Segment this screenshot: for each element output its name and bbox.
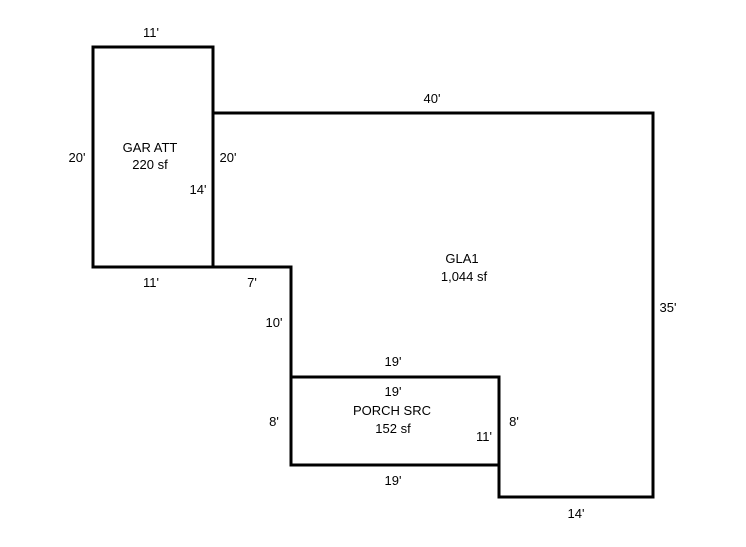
dim-gla-right: 35' — [660, 300, 677, 315]
porch-name-label: PORCH SRC — [353, 403, 431, 418]
dim-gla-step-top: 7' — [247, 275, 257, 290]
garage-outline[interactable] — [91, 45, 215, 269]
dim-garage-top: 11' — [143, 25, 159, 40]
dim-gla-porch-right: 11' — [476, 429, 492, 444]
dim-gla-step-left: 10' — [266, 315, 283, 330]
dim-porch-left: 8' — [269, 414, 279, 429]
garage-name-label: GAR ATT — [123, 140, 178, 155]
gla-area-label: 1,044 sf — [441, 269, 488, 284]
garage-area-label: 220 sf — [132, 157, 168, 172]
porch-outline[interactable] — [289, 375, 501, 467]
dim-garage-bottom: 11' — [143, 275, 159, 290]
dim-gla-bottom: 14' — [568, 506, 585, 521]
dim-garage-left: 20' — [69, 150, 86, 165]
dim-gla-porch-top: 19' — [385, 354, 402, 369]
porch-area-label: 152 sf — [375, 421, 411, 436]
dim-garage-right: 20' — [220, 150, 237, 165]
dim-porch-right: 8' — [509, 414, 519, 429]
dim-porch-top: 19' — [385, 384, 402, 399]
dim-gla-top: 40' — [424, 91, 441, 106]
dim-garage-inner: 14' — [190, 182, 207, 197]
gla-outline[interactable] — [211, 111, 655, 499]
dim-porch-bottom: 19' — [385, 473, 402, 488]
gla-name-label: GLA1 — [445, 251, 478, 266]
